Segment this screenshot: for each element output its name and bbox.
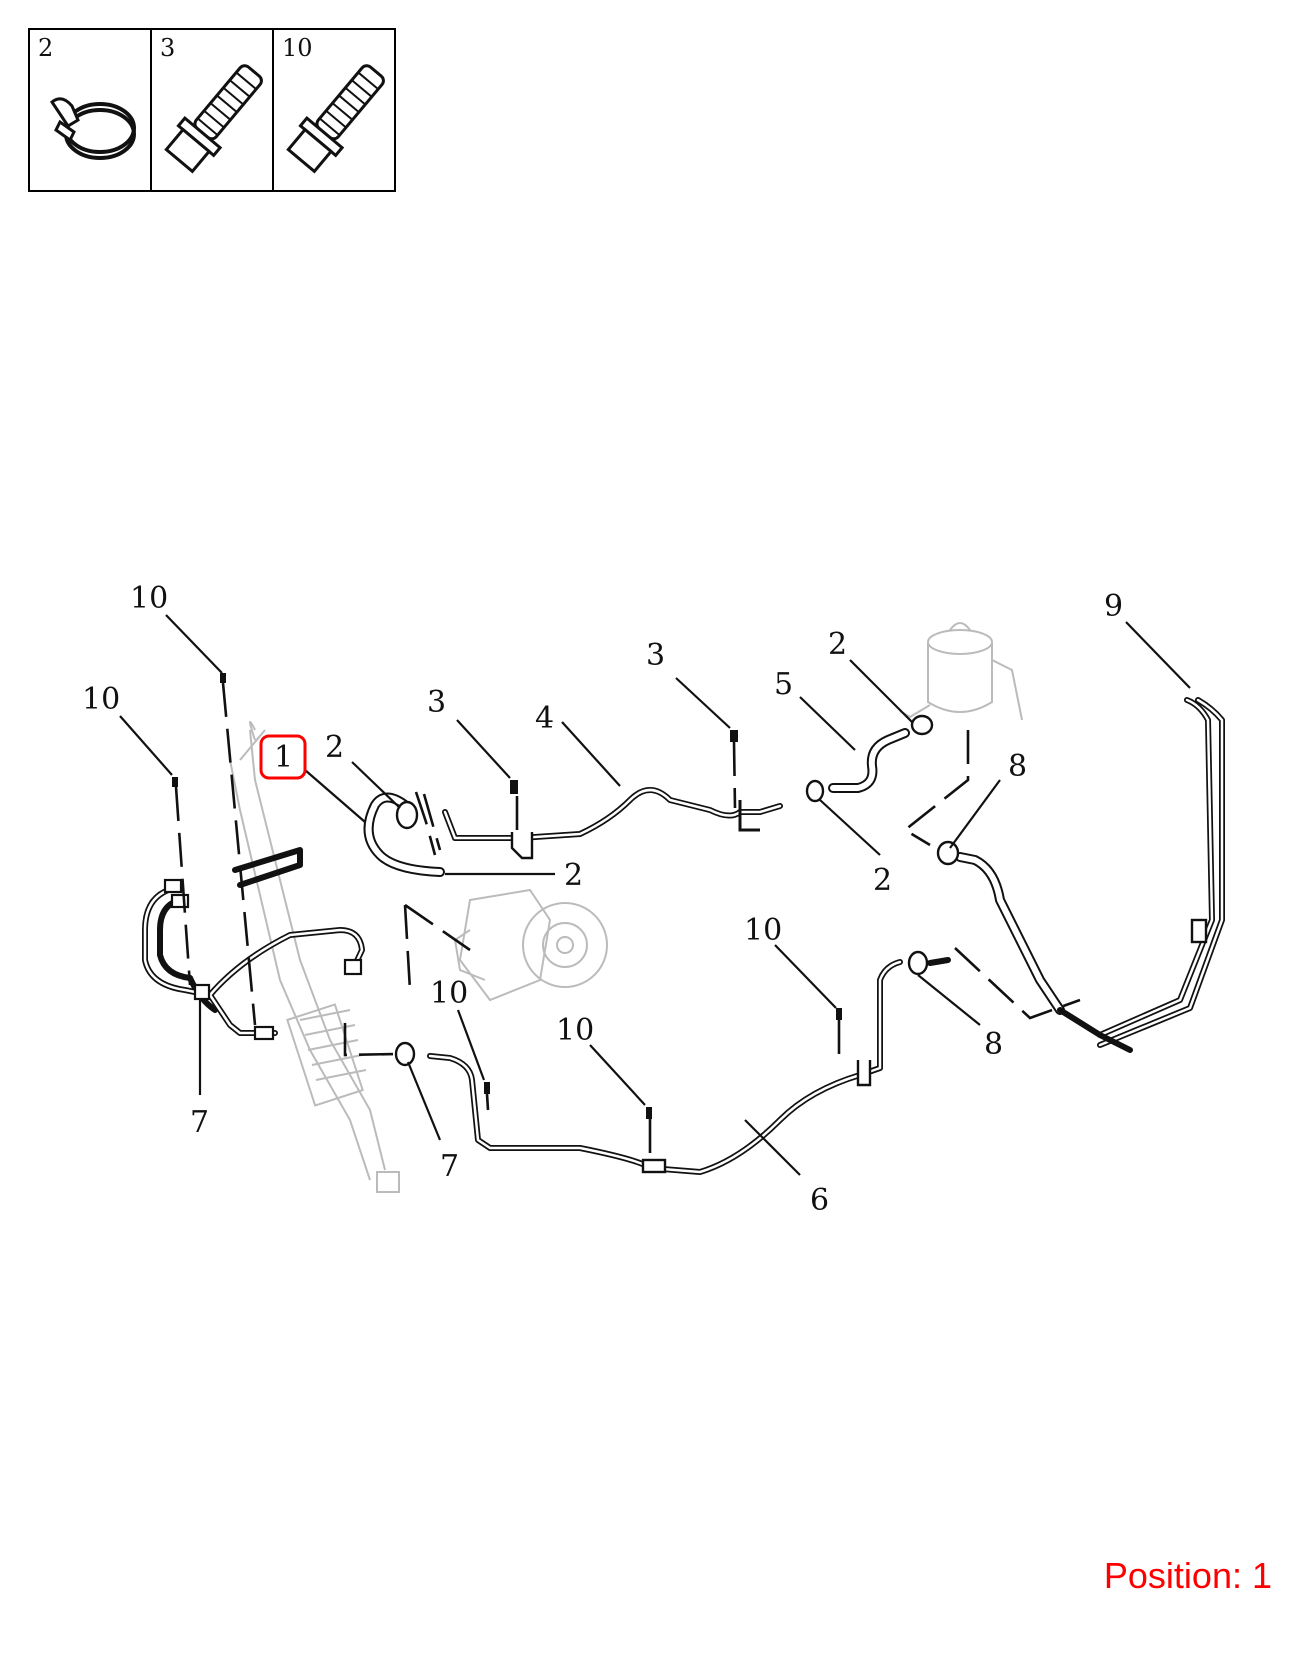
legend-cell-clamp: 2 xyxy=(30,30,152,190)
bolt-icon xyxy=(286,64,385,174)
callout-10: 10 xyxy=(744,913,782,948)
bolt-markers xyxy=(172,673,842,1119)
callout-8: 8 xyxy=(984,1027,1003,1062)
highlight-box xyxy=(259,734,307,780)
callout-2: 2 xyxy=(564,858,583,893)
callout-3: 3 xyxy=(646,638,665,673)
legend-number: 2 xyxy=(38,34,54,62)
bolt-icon xyxy=(164,64,263,174)
legend-cell-bolt-3: 3 xyxy=(152,30,274,190)
fluid-reservoir-ghost xyxy=(899,622,1023,721)
callout-9: 9 xyxy=(1104,589,1123,624)
callout-3: 3 xyxy=(427,685,446,720)
steering-rack-ghost xyxy=(229,721,400,1193)
callout-2: 2 xyxy=(828,627,847,662)
legend-number: 10 xyxy=(282,34,313,62)
callout-7: 7 xyxy=(190,1105,209,1140)
callout-10: 10 xyxy=(130,581,168,616)
callout-6: 6 xyxy=(810,1183,829,1218)
callout-leader-lines xyxy=(119,614,1191,1176)
callout-8: 8 xyxy=(1008,749,1027,784)
callout-10: 10 xyxy=(82,682,120,717)
assembly-dashed-lines xyxy=(174,682,1081,1160)
callout-4: 4 xyxy=(535,701,554,736)
callout-5: 5 xyxy=(774,667,793,702)
hose-clamp-icon xyxy=(49,97,136,160)
callout-1[interactable]: 1 xyxy=(274,740,293,775)
position-label: Position: 1 xyxy=(1103,1555,1272,1596)
legend-number: 3 xyxy=(160,34,176,62)
callout-10: 10 xyxy=(556,1013,594,1048)
parts-legend: 2 3 10 xyxy=(28,28,396,192)
callout-10: 10 xyxy=(430,976,468,1011)
power-steering-pump-ghost xyxy=(453,888,608,1002)
callout-2: 2 xyxy=(873,863,892,898)
callout-7: 7 xyxy=(440,1149,459,1184)
callout-2: 2 xyxy=(325,730,344,765)
legend-cell-bolt-10: 10 xyxy=(274,30,394,190)
